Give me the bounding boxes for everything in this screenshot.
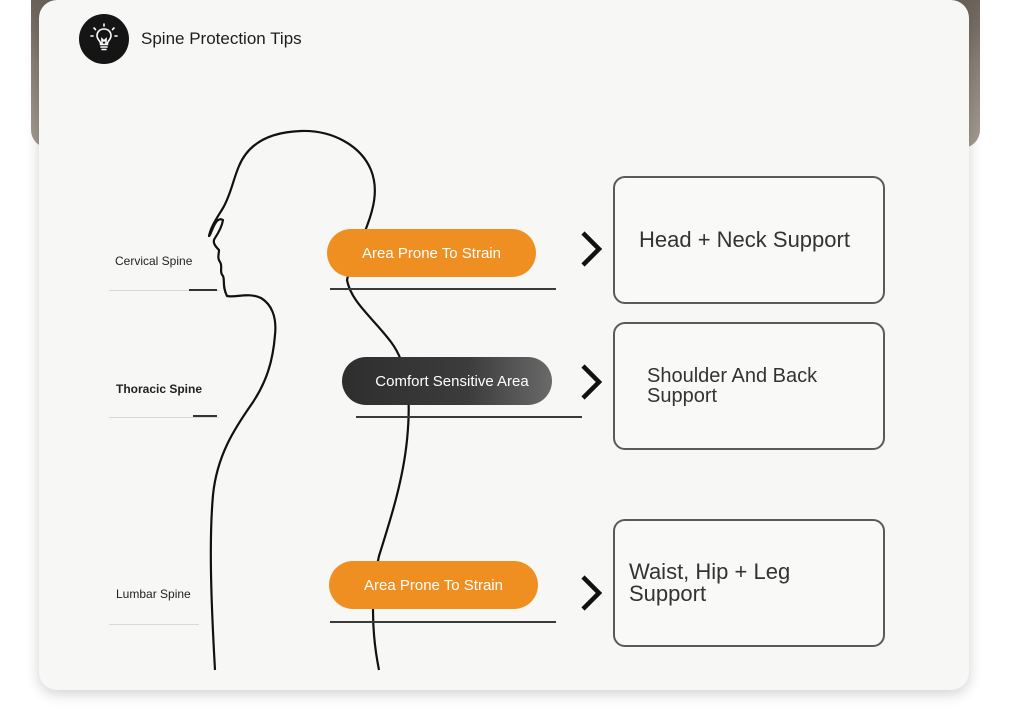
cervical-underline xyxy=(330,288,556,290)
shoulder-back-support-text: Shoulder And Back Support xyxy=(647,365,818,407)
cervical-tick xyxy=(189,289,217,291)
chevron-right-icon xyxy=(581,364,603,400)
lumbar-spine-label: Lumbar Spine xyxy=(116,587,191,601)
card-title: Spine Protection Tips xyxy=(141,29,302,48)
spine-tips-card: Spine Protection Tips Cervical Spine Tho… xyxy=(39,0,969,690)
head-neck-support-text: Head + Neck Support xyxy=(639,227,850,252)
thoracic-tick xyxy=(193,415,217,417)
thoracic-spine-label: Thoracic Spine xyxy=(116,382,203,396)
thoracic-underline xyxy=(356,416,582,418)
body-silhouette xyxy=(207,129,410,671)
cervical-strain-pill: Area Prone To Strain xyxy=(327,229,536,277)
card-header: Spine Protection Tips xyxy=(79,14,302,64)
chevron-right-icon xyxy=(581,231,603,267)
cervical-spine-label: Cervical Spine xyxy=(115,254,193,268)
guide-line xyxy=(109,417,219,418)
waist-hip-leg-support-text: Waist, Hip + Leg Support xyxy=(629,559,791,606)
lightbulb-icon xyxy=(79,14,129,64)
lumbar-underline xyxy=(330,621,556,623)
guide-line xyxy=(109,624,199,625)
thoracic-comfort-pill: Comfort Sensitive Area xyxy=(342,357,552,405)
guide-line xyxy=(109,290,219,291)
head-neck-support-box: Head + Neck Support xyxy=(613,176,885,304)
waist-hip-leg-support-box: Waist, Hip + Leg Support xyxy=(613,519,885,647)
chevron-right-icon xyxy=(581,575,603,611)
lumbar-strain-pill: Area Prone To Strain xyxy=(329,561,538,609)
shoulder-back-support-box: Shoulder And Back Support xyxy=(613,322,885,450)
